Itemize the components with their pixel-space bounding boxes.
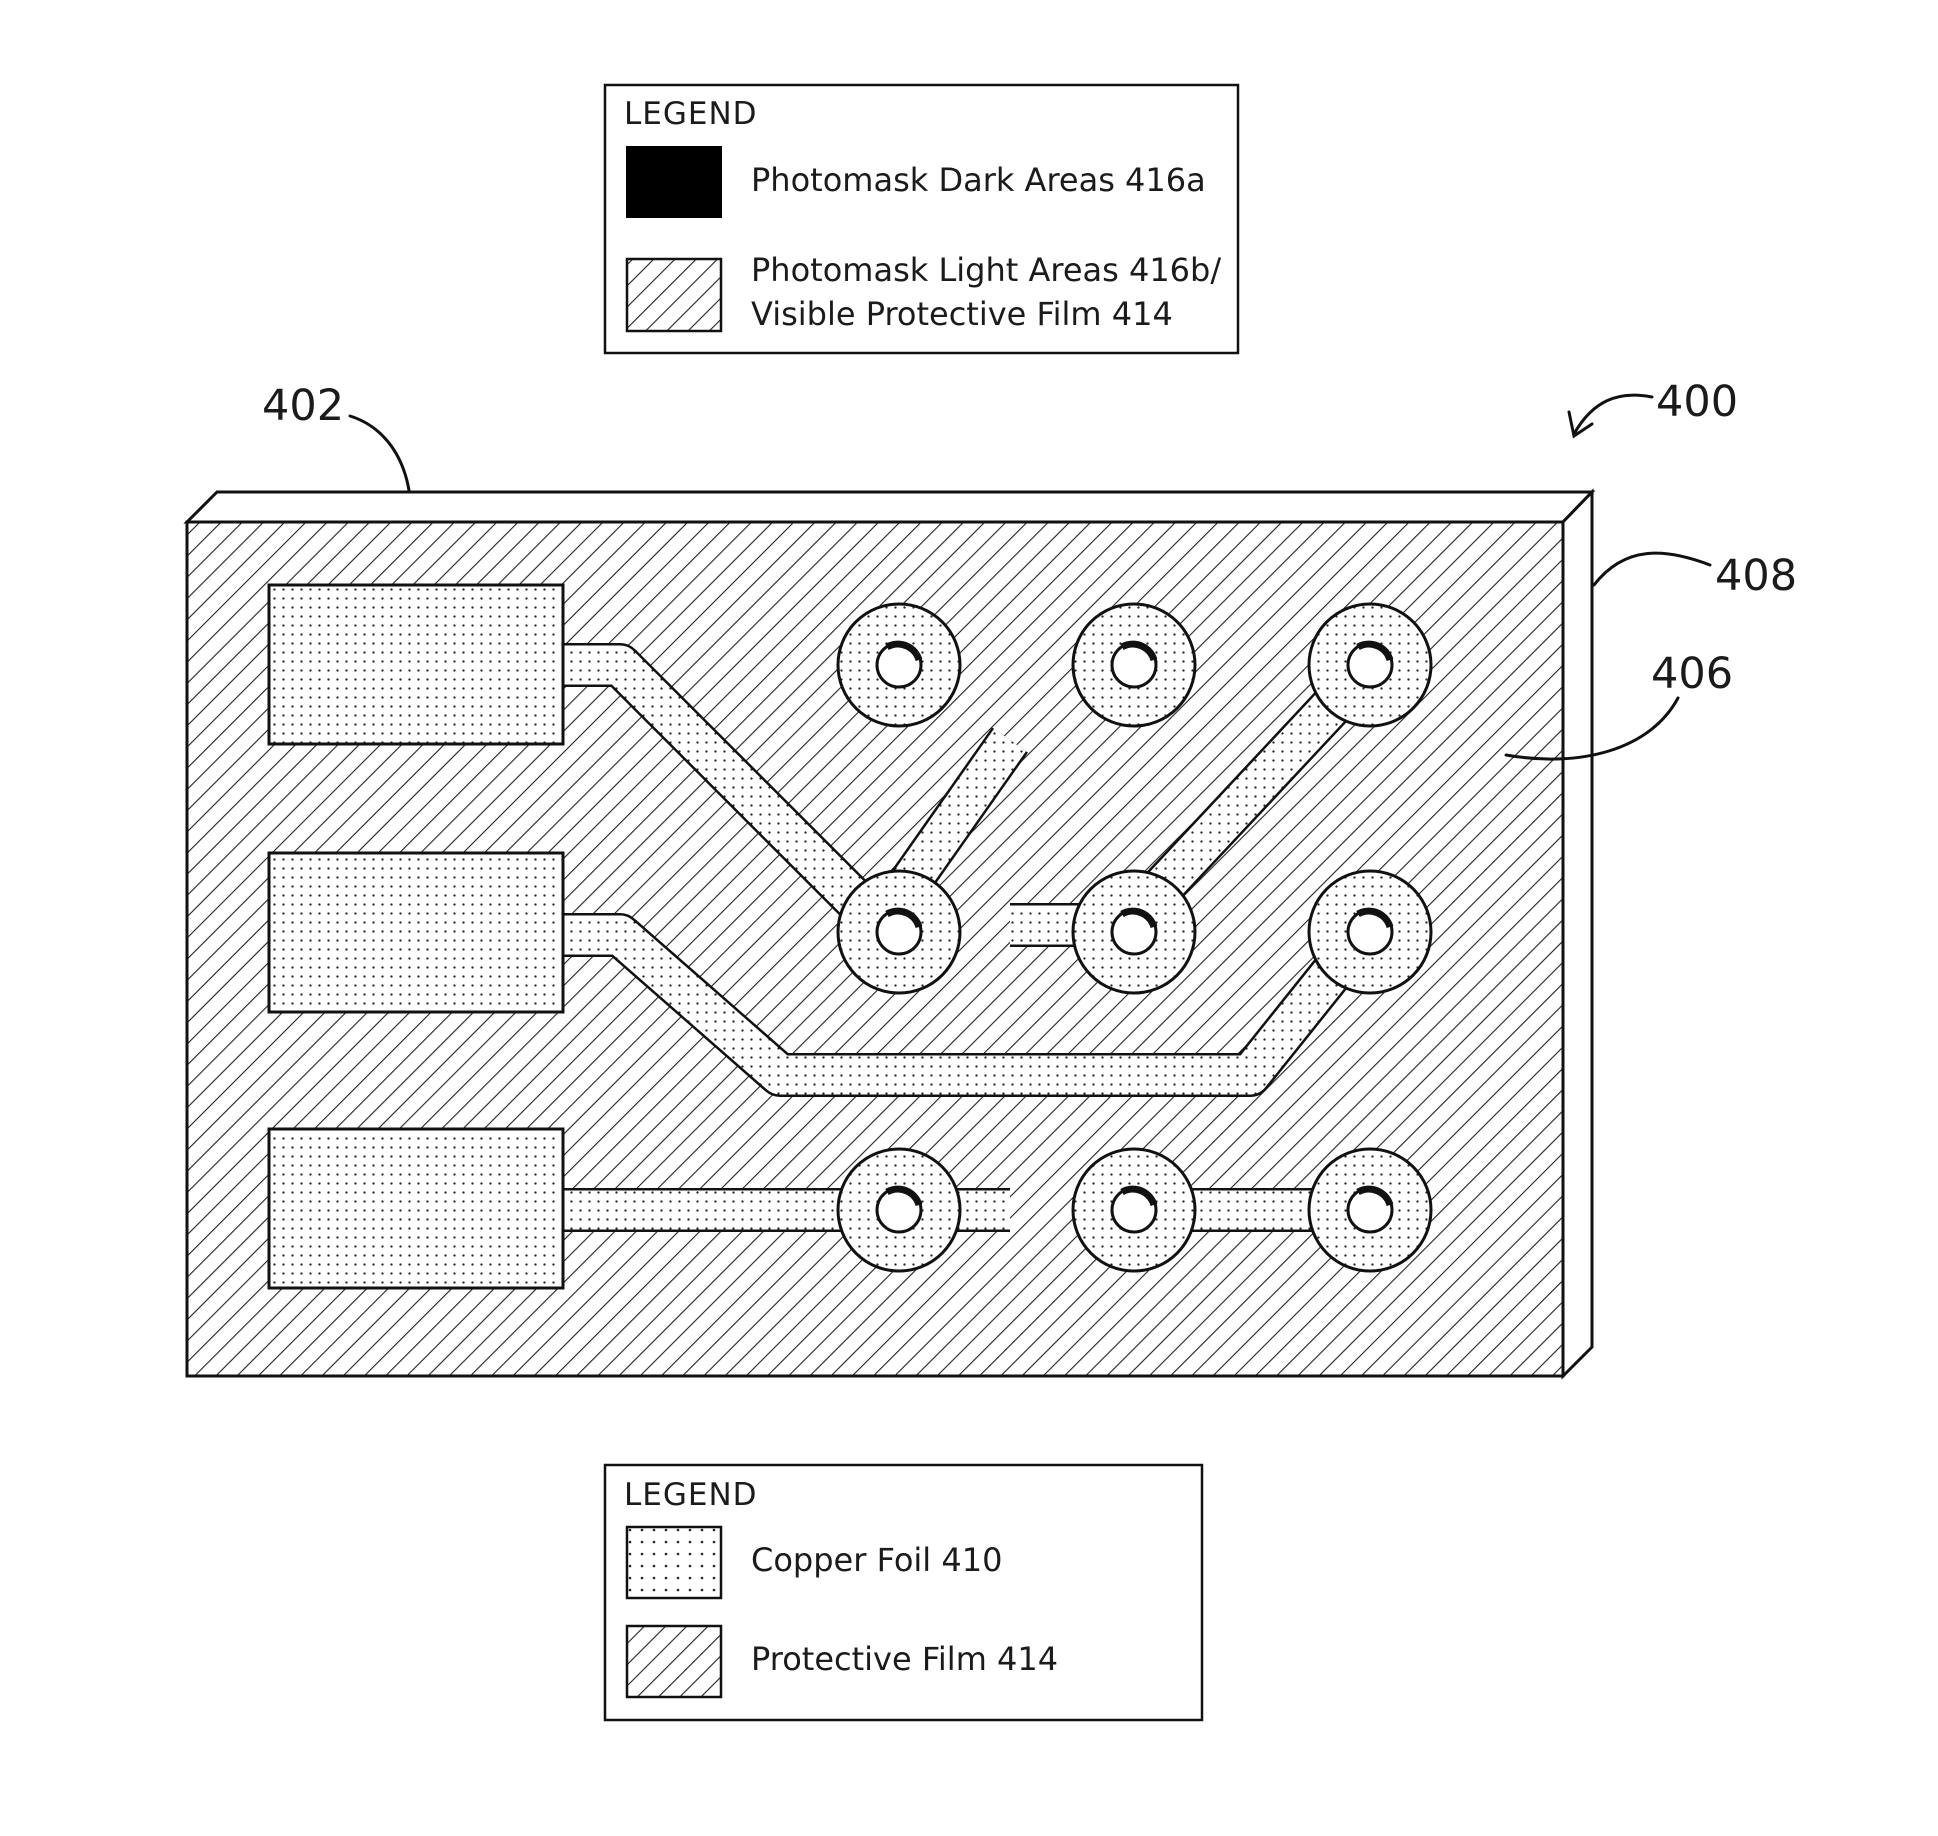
callout-408-leader <box>1594 553 1710 585</box>
board-top-edge <box>187 492 1592 522</box>
callout-406-label: 406 <box>1651 649 1733 699</box>
legend-top: LEGEND Photomask Dark Areas 416a Photoma… <box>605 85 1238 353</box>
photomask-dark-label: Photomask Dark Areas 416a <box>751 161 1206 199</box>
copper-pad-3 <box>269 1129 563 1288</box>
photomask-light-swatch <box>627 259 721 331</box>
callout-408-label: 408 <box>1715 551 1797 601</box>
circuit-board <box>187 492 1592 1376</box>
legend-bottom-title: LEGEND <box>624 1477 758 1513</box>
legend-top-title: LEGEND <box>624 96 758 132</box>
legend-bottom: LEGEND Copper Foil 410 Protective Film 4… <box>605 1465 1202 1720</box>
protective-film-swatch <box>627 1626 721 1697</box>
callout-402-label: 402 <box>262 381 344 431</box>
photomask-dark-swatch <box>626 146 722 218</box>
via-r1-c1 <box>838 604 960 726</box>
vias <box>838 604 1431 1271</box>
callout-400: 400 <box>1569 377 1738 436</box>
protective-film-label: Protective Film 414 <box>751 1640 1058 1678</box>
copper-pad-1 <box>269 585 563 744</box>
callout-408: 408 <box>1594 551 1797 601</box>
via-r3-c1 <box>838 1149 960 1271</box>
via-r3-c2 <box>1073 1149 1195 1271</box>
via-r1-c3 <box>1309 604 1431 726</box>
copper-foil-label: Copper Foil 410 <box>751 1541 1002 1579</box>
board-side-face <box>1563 492 1592 1376</box>
via-r2-c3 <box>1309 871 1431 993</box>
callout-400-label: 400 <box>1656 377 1738 427</box>
via-r3-c3 <box>1309 1149 1431 1271</box>
photomask-light-label-line2: Visible Protective Film 414 <box>751 295 1173 333</box>
via-r1-c2 <box>1073 604 1195 726</box>
copper-foil-swatch <box>627 1527 721 1598</box>
via-r2-c1 <box>838 871 960 993</box>
copper-pad-2 <box>269 853 563 1012</box>
photomask-light-label-line1: Photomask Light Areas 416b/ <box>751 251 1221 289</box>
via-r2-c2 <box>1073 871 1195 993</box>
